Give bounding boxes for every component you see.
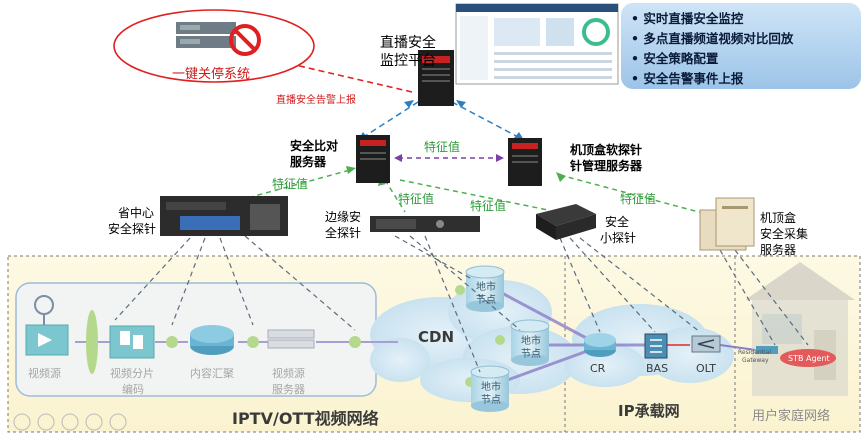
play-icon[interactable] — [13, 413, 31, 431]
platform-title-line2: 监控平台 — [380, 53, 436, 69]
feature-value-label: 特征值 — [424, 139, 460, 154]
stb-mgmt-label-1: 机顶盒软探针 — [570, 142, 642, 157]
cdn-node-3 — [470, 365, 510, 412]
shutdown-label: 一键关停系统 — [172, 66, 250, 82]
ip-cloud — [565, 304, 734, 387]
more-icon[interactable] — [109, 413, 127, 431]
stb-mgmt-server-icon — [508, 138, 542, 186]
province-probe-icon — [160, 196, 288, 236]
device-label: BAS — [646, 362, 668, 375]
cdn-node-label: 地市 — [481, 380, 501, 393]
monitor-platform-server-icon — [418, 50, 454, 106]
toolbar-icons — [13, 413, 127, 431]
pipeline-label: 内容汇聚 — [190, 366, 234, 380]
cdn-node-label: 节点 — [476, 294, 496, 306]
rack-server-icon — [176, 22, 236, 48]
small-probe-icon — [536, 204, 596, 240]
platform-title-line1: 直播安全 — [380, 34, 436, 51]
video-source-icon — [25, 295, 69, 356]
stb-collect-label-3: 服务器 — [760, 242, 796, 257]
cdn-node-2 — [510, 319, 550, 366]
aggregation-router-icon — [190, 325, 234, 355]
platform-links — [361, 101, 521, 139]
iptv-network-label: IPTV/OTT视频网络 — [232, 409, 379, 428]
feature-value-links — [239, 169, 711, 216]
pipeline-label: 视频源 — [272, 366, 305, 380]
pipeline-label: 编码 — [122, 382, 144, 396]
cdn-label: CDN — [418, 328, 454, 346]
province-probe-label-1: 省中心 — [118, 205, 154, 220]
small-probe-label-1: 安全 — [605, 214, 629, 229]
cdn-node-label: 地市 — [521, 334, 541, 347]
pipeline-label: 视频分片 — [110, 366, 154, 380]
home-network-label: 用户家庭网络 — [752, 408, 830, 424]
alarm-report-label: 直播安全告警上报 — [276, 93, 356, 106]
cdn-links — [499, 290, 650, 384]
olt-icon — [691, 335, 721, 353]
province-probe-label-2: 安全探针 — [108, 221, 156, 236]
feature-value-label: 特征值 — [470, 198, 506, 213]
probe-tap-points — [86, 285, 505, 387]
feature-item: • 实时直播安全监控 — [631, 11, 744, 26]
compare-server-icon — [356, 135, 390, 183]
edge-probe-label-2: 全探针 — [325, 225, 361, 240]
edge-probe-label-1: 边缘安 — [325, 209, 361, 224]
edge-probe-icon — [370, 216, 480, 232]
feature-item: • 安全告警事件上报 — [631, 71, 744, 86]
compare-arrowhead-right — [496, 154, 504, 162]
feature-item: • 多点直播频道视频对比回放 — [631, 31, 794, 46]
cr-router-icon — [584, 333, 616, 357]
pipeline-label: 服务器 — [272, 383, 305, 396]
stb-agent-label: STB Agent — [788, 354, 830, 363]
gateway-label-1: Residential — [738, 349, 771, 356]
small-probe-label-2: 小探针 — [600, 230, 636, 245]
pen-icon[interactable] — [37, 413, 55, 431]
stb-collect-label-1: 机顶盒 — [760, 210, 796, 225]
gateway-label-2: Gateway — [742, 357, 769, 364]
cdn-node-label: 地市 — [476, 280, 496, 293]
feature-value-label: 特征值 — [272, 176, 308, 191]
compare-server-label-2: 服务器 — [290, 154, 327, 169]
ip-network-label: IP承载网 — [618, 402, 680, 420]
stb-agent-ellipse — [780, 349, 836, 367]
pipeline-label: 视频源 — [28, 366, 61, 380]
cdn-node-label: 节点 — [521, 348, 541, 360]
device-label: OLT — [696, 362, 716, 375]
stb-mgmt-label-2: 针管理服务器 — [570, 158, 643, 173]
encoder-icon — [109, 325, 155, 359]
cdn-node-label: 节点 — [481, 394, 501, 406]
copy-icon[interactable] — [61, 413, 79, 431]
feature-value-label: 特征值 — [398, 191, 434, 206]
zoom-icon[interactable] — [85, 413, 103, 431]
feature-box — [621, 3, 861, 89]
feature-item: • 安全策略配置 — [631, 51, 719, 66]
stb-collect-server-icon — [699, 197, 755, 251]
device-label: CR — [590, 362, 606, 375]
stb-collect-label-2: 安全采集 — [760, 226, 808, 241]
prohibited-icon — [229, 24, 261, 56]
probe-links — [114, 235, 809, 373]
compare-server-label-1: 安全比对 — [290, 138, 338, 153]
dashboard-screenshot — [455, 3, 619, 85]
compare-arrowhead-left — [394, 154, 402, 162]
residential-gateway-icon — [756, 346, 778, 354]
bas-switch-icon — [644, 333, 668, 359]
feature-value-label: 特征值 — [620, 191, 656, 206]
video-server-icon — [267, 329, 315, 349]
